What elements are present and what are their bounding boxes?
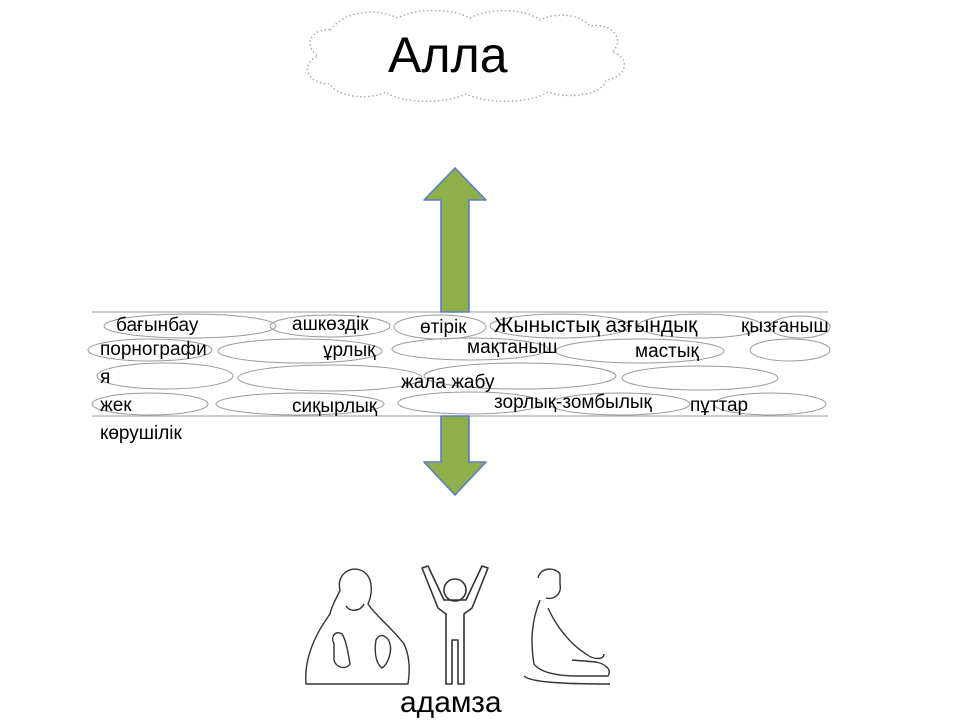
man-raising-arms-icon	[421, 565, 489, 685]
wall-word-qyzganysh: қызғаныш	[741, 316, 829, 337]
up-arrow-icon	[423, 167, 487, 313]
cloud-icon	[306, 9, 625, 102]
wall-word-korushilik: көрушілік	[100, 423, 182, 444]
wall-word-zorlyq: зорлық-зомбылық	[494, 392, 652, 413]
wall-word-urlyq: ұрлық	[323, 340, 376, 361]
wall-word-bagynbau: бағынбау	[116, 315, 199, 336]
wall-word-zhala-zhabu: жала жабу	[401, 372, 495, 393]
wall-word-ya: я	[100, 367, 111, 388]
praying-woman-icon	[305, 568, 410, 685]
down-arrow-icon	[423, 415, 487, 496]
bottom-label: адамза	[400, 686, 502, 719]
wall-word-otirik: өтірік	[420, 317, 467, 338]
wall-word-ashkozdik: ашкөздік	[292, 314, 369, 335]
wall-word-pornografi: порнографи	[100, 339, 207, 360]
top-label: Алла	[388, 27, 508, 83]
wall-word-puttar: пұттар	[690, 395, 749, 416]
wall-word-zhynystyq: Жыныстық азғындық	[494, 314, 698, 337]
wall-word-mastyq: мастық	[635, 341, 699, 362]
wall-word-maqtanysh: мақтаныш	[467, 337, 558, 358]
wall-word-zhek: жек	[100, 395, 132, 416]
wall-word-sigyrlyq: сиқырлық	[292, 396, 378, 417]
kneeling-man-icon	[523, 568, 611, 685]
